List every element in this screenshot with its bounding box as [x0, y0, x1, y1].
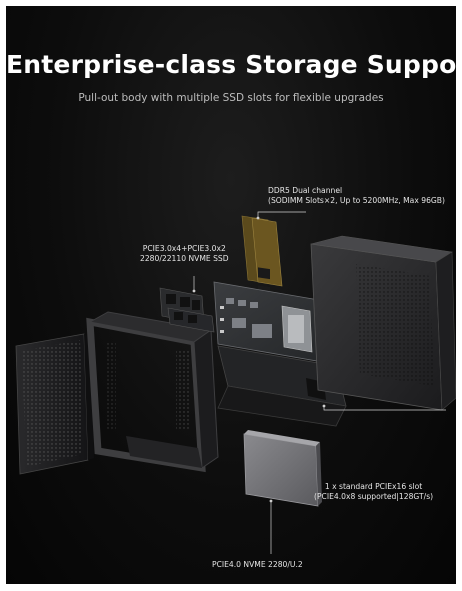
exploded-view-illustration — [15, 211, 456, 554]
nvme-ssd-callout: PCIE3.0x4+PCIE3.0x2 2280/22110 NVME SSD — [140, 244, 229, 264]
inner-frame — [86, 311, 219, 473]
ddr5-memory-modules — [241, 215, 283, 316]
u2-callout: PCIE4.0 NVME 2280/U.2 — [212, 560, 303, 570]
pcie-slot-callout: 1 x standard PCIEx16 slot (PCIE4.0x8 sup… — [314, 482, 433, 502]
page-subtitle: Pull-out body with multiple SSD slots fo… — [78, 92, 384, 104]
nvme-ssd-callout-line1: PCIE3.0x4+PCIE3.0x2 — [142, 244, 226, 253]
u2-ssd-drive — [243, 430, 322, 507]
product-hero: Enterprise-class Storage Support Pull-ou… — [6, 6, 456, 584]
pcie-slot-callout-line1: 1 x standard PCIEx16 slot — [324, 482, 423, 491]
left-side-panel — [15, 333, 94, 475]
outer-shell — [310, 235, 456, 411]
motherboard — [213, 281, 347, 367]
nvme-ssd-modules — [159, 287, 215, 333]
page-title: Enterprise-class Storage Support — [6, 50, 456, 79]
u2-callout-line1: PCIE4.0 NVME 2280/U.2 — [212, 560, 303, 569]
pcie-slot-callout-line2: (PCIE4.0x8 supported|128GT/s) — [314, 492, 434, 501]
ddr5-callout: DDR5 Dual channel (SODIMM Slots×2, Up to… — [268, 186, 445, 206]
nvme-ssd-callout-line2: 2280/22110 NVME SSD — [140, 254, 229, 263]
ddr5-callout-line2: (SODIMM Slots×2, Up to 5200MHz, Max 96GB… — [268, 196, 445, 205]
ddr5-callout-line1: DDR5 Dual channel — [268, 186, 343, 195]
